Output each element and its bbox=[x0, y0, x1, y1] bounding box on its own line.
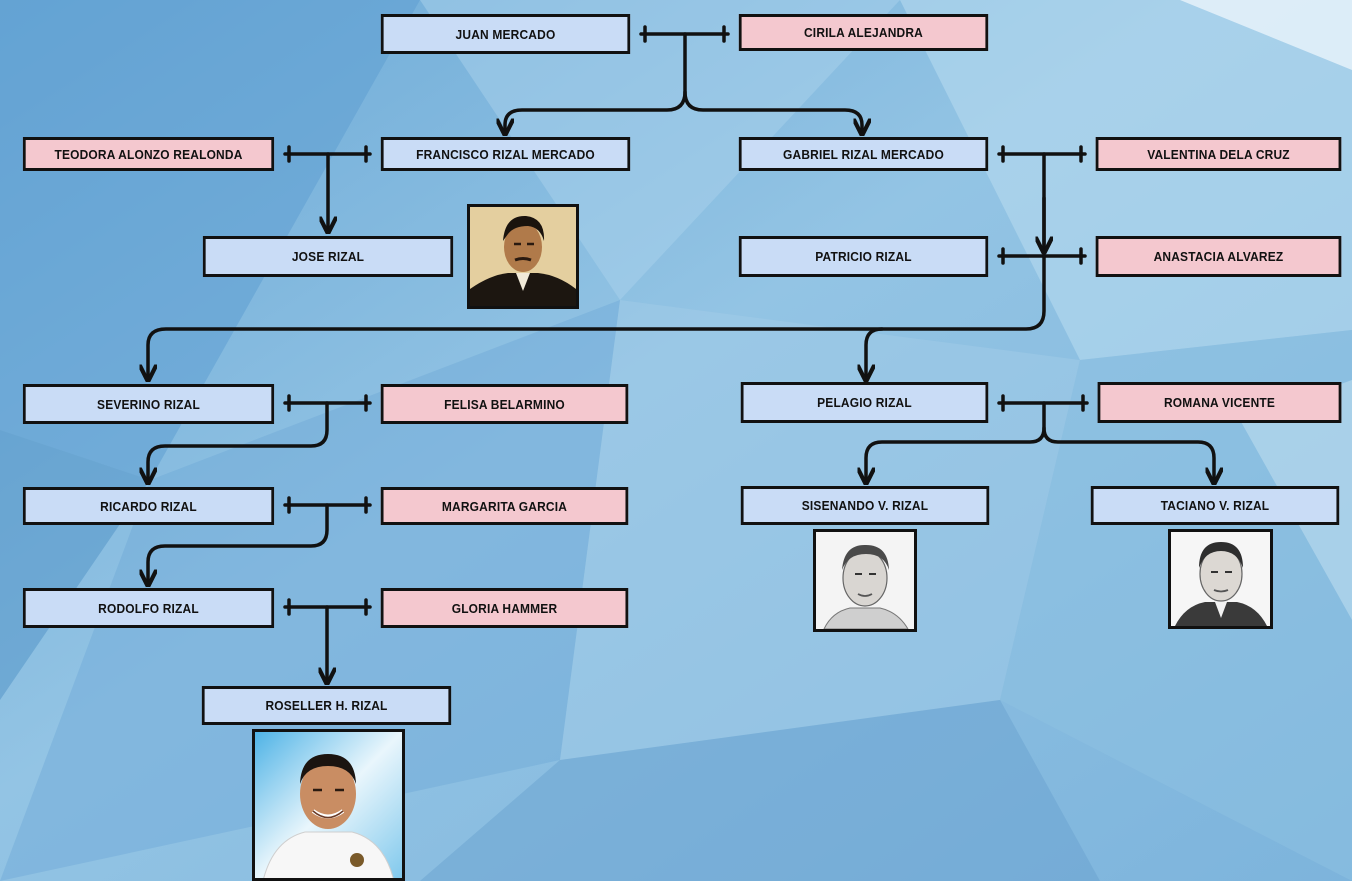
node-taciano-v-rizal: TACIANO V. RIZAL bbox=[1090, 486, 1340, 525]
node-juan-mercado: JUAN MERCADO bbox=[380, 14, 631, 54]
node-anastacia-alvarez: ANASTACIA ALVAREZ bbox=[1095, 236, 1342, 277]
portrait-taciano-v-rizal bbox=[1168, 529, 1273, 629]
portrait-jose-rizal bbox=[467, 204, 579, 309]
node-pelagio-rizal: PELAGIO RIZAL bbox=[740, 382, 989, 423]
node-rodolfo-rizal: RODOLFO RIZAL bbox=[22, 588, 275, 628]
node-romana-vicente: ROMANA VICENTE bbox=[1097, 382, 1342, 423]
node-felisa-belarmino: FELISA BELARMINO bbox=[380, 384, 629, 424]
node-margarita-garcia: MARGARITA GARCIA bbox=[380, 487, 629, 525]
node-cirila-alejandra: CIRILA ALEJANDRA bbox=[738, 14, 989, 51]
portrait-sisenando-v-rizal bbox=[813, 529, 917, 632]
node-severino-rizal: SEVERINO RIZAL bbox=[22, 384, 275, 424]
node-sisenando-v-rizal: SISENANDO V. RIZAL bbox=[740, 486, 990, 525]
node-francisco-rizal-mercado: FRANCISCO RIZAL MERCADO bbox=[380, 137, 631, 171]
node-teodora-alonzo-realonda: TEODORA ALONZO REALONDA bbox=[22, 137, 275, 171]
portrait-roseller-h-rizal bbox=[252, 729, 405, 881]
node-gabriel-rizal-mercado: GABRIEL RIZAL MERCADO bbox=[738, 137, 989, 171]
node-gloria-hammer: GLORIA HAMMER bbox=[380, 588, 629, 628]
node-roseller-h-rizal: ROSELLER H. RIZAL bbox=[201, 686, 452, 725]
node-ricardo-rizal: RICARDO RIZAL bbox=[22, 487, 275, 525]
node-patricio-rizal: PATRICIO RIZAL bbox=[738, 236, 989, 277]
node-valentina-dela-cruz: VALENTINA DELA CRUZ bbox=[1095, 137, 1342, 171]
node-jose-rizal: JOSE RIZAL bbox=[202, 236, 454, 277]
